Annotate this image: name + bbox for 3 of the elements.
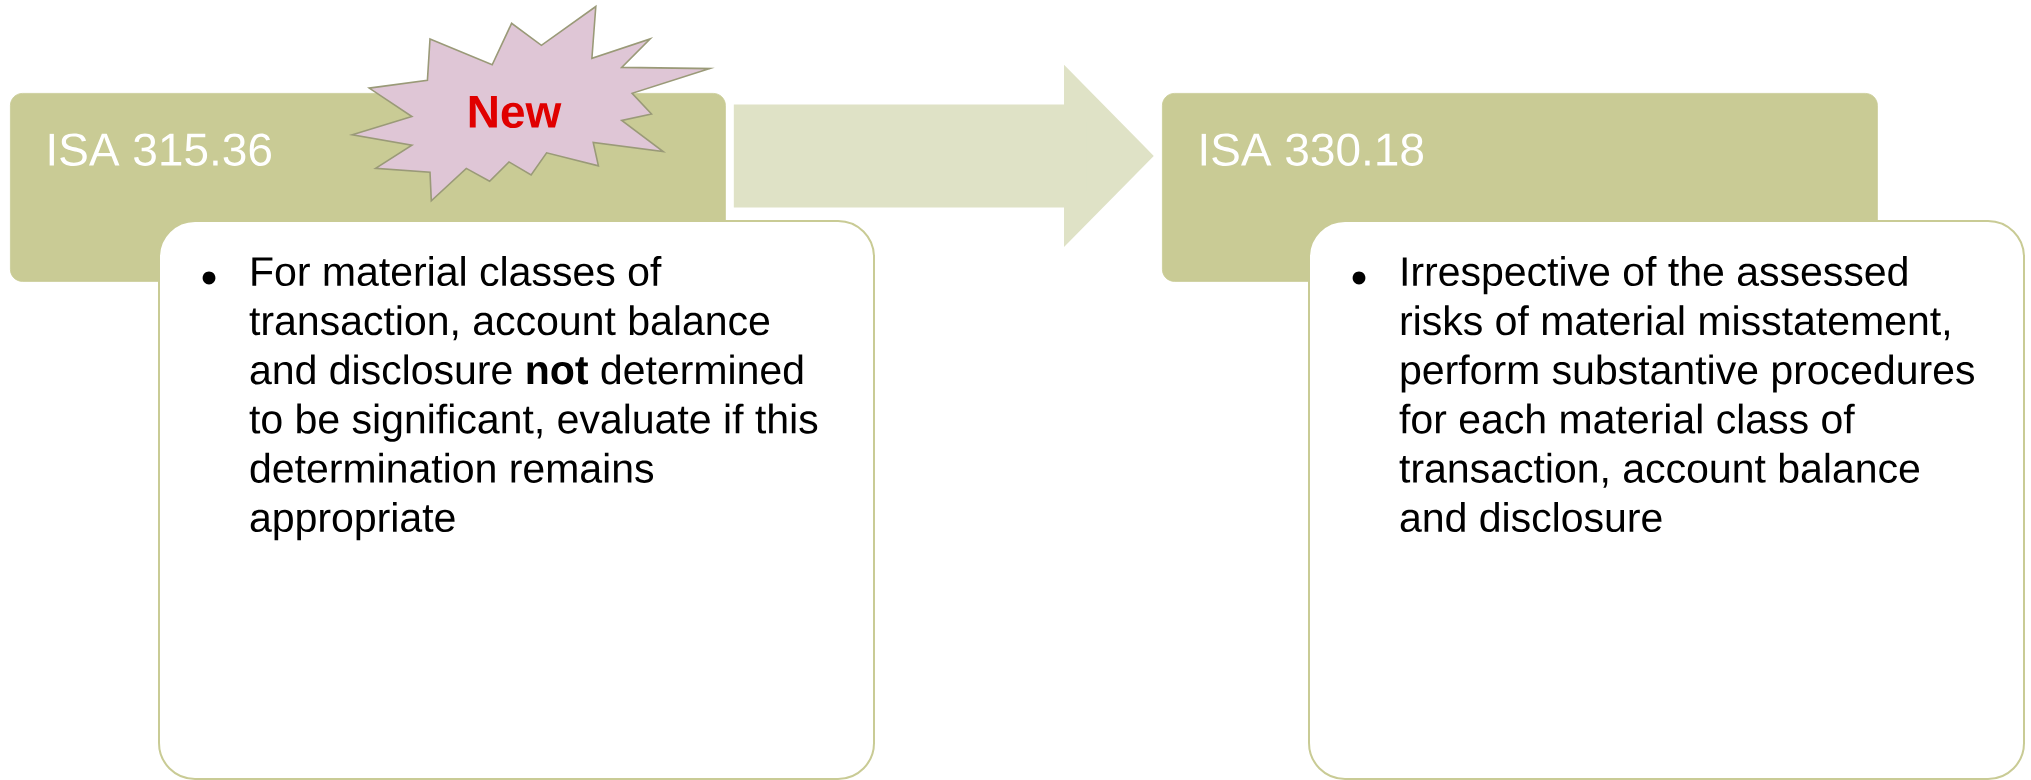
- starburst: New: [348, 4, 715, 203]
- text-box: For material classes of transaction, account balance and disclosure not determined to be significant, evaluate if this determination remains appropriate: [158, 220, 875, 780]
- text-box: Irrespective of the assessed risks of material misstatement, perform substantive procedures for each material class of transaction, account balance and disclosure: [1308, 220, 2025, 780]
